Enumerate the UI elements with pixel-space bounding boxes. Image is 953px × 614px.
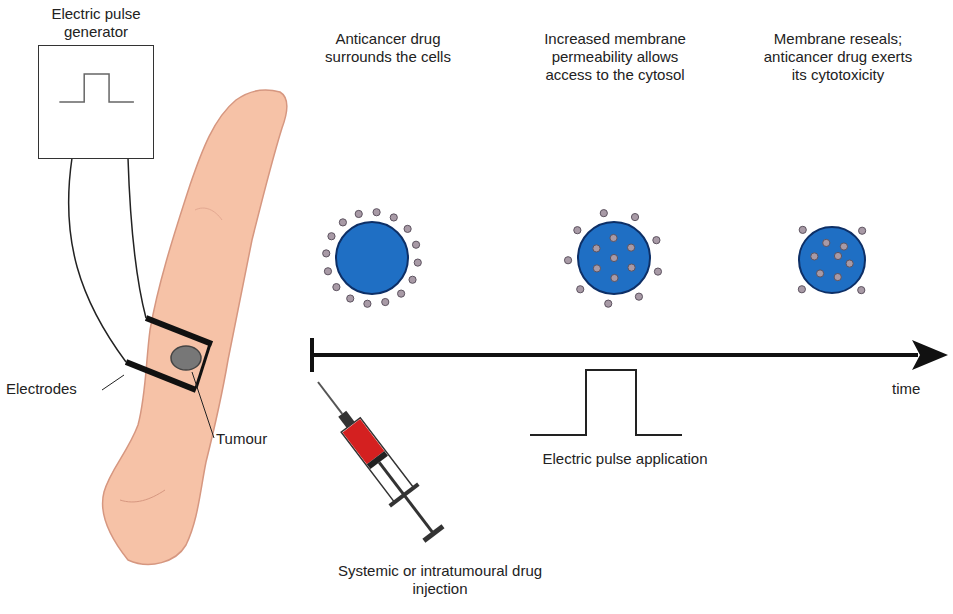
drug-molecule <box>627 244 634 251</box>
pulse-symbol <box>39 46 152 158</box>
drug-molecule <box>390 214 397 221</box>
node-heading: Electric pulse generator <box>38 5 154 41</box>
syringe-barrel <box>341 418 413 503</box>
syringe <box>304 371 450 546</box>
drug-molecule <box>858 287 865 294</box>
cell <box>578 222 650 294</box>
drug-molecule <box>328 233 335 240</box>
drug-molecule <box>834 252 841 259</box>
drug-molecule <box>355 210 362 217</box>
drug-molecule <box>859 227 866 234</box>
electrode-plate <box>146 318 212 344</box>
axis-start-tick <box>310 338 314 372</box>
cell <box>799 227 865 293</box>
drug-molecule <box>605 300 612 307</box>
drug-molecule <box>323 250 330 257</box>
syringe-plunger-seal <box>367 451 388 469</box>
drug-molecule <box>333 284 340 291</box>
drug-molecule <box>364 300 371 307</box>
drug-molecule <box>823 239 830 246</box>
part-label: Electrodes <box>6 380 102 398</box>
arm-crease <box>195 208 222 220</box>
cell <box>336 222 408 294</box>
drug-molecule <box>347 295 354 302</box>
electrode-plate <box>126 362 196 390</box>
time-axis <box>312 353 918 357</box>
drug-molecule <box>628 264 635 271</box>
leader-line <box>102 375 124 390</box>
drug-molecule <box>339 219 346 226</box>
drug-molecule <box>798 286 805 293</box>
arm <box>103 90 287 564</box>
axis-label: Electric pulse application <box>500 450 750 468</box>
syringe-thumb-rest <box>422 524 444 543</box>
pulse-waveform <box>530 370 682 435</box>
pulse-generator: Electric pulse generator <box>38 5 154 159</box>
drug-molecule <box>834 273 841 280</box>
drug-molecule <box>610 254 617 261</box>
cells <box>323 209 866 308</box>
syringe-plunger <box>379 462 433 533</box>
drug-molecule <box>574 227 581 234</box>
wire <box>69 158 126 362</box>
drug-molecule <box>577 286 584 293</box>
drug-molecule <box>631 213 638 220</box>
drug-molecule <box>610 234 617 241</box>
syringe-needle <box>318 382 342 414</box>
drug-molecule <box>600 210 607 217</box>
drug-molecule <box>611 274 618 281</box>
pulse-symbol <box>59 74 134 102</box>
drug-molecule <box>564 257 571 264</box>
drug-molecule <box>373 209 380 216</box>
drug-molecule <box>816 270 823 277</box>
leader-line <box>192 372 214 438</box>
axis-label: Systemic or intratumoural drug injection <box>310 562 570 598</box>
electrode-holder <box>196 344 210 388</box>
generator-box <box>38 45 154 159</box>
step-caption: Anticancer drug surrounds the cells <box>318 30 458 66</box>
drug-molecule <box>404 225 411 232</box>
part-label: Tumour <box>216 430 296 448</box>
drug-molecule <box>653 237 660 244</box>
drug-molecule <box>324 268 331 275</box>
axis-arrowhead <box>912 340 948 370</box>
axis-label: time <box>892 380 942 398</box>
step-caption: Increased membrane permeability allows a… <box>540 30 690 84</box>
drug-molecule <box>414 259 421 266</box>
drug-molecule <box>398 290 405 297</box>
drug-molecule <box>593 245 600 252</box>
drug-molecule <box>654 268 661 275</box>
step-caption: Membrane reseals; anticancer drug exerts… <box>758 30 918 84</box>
drug-molecule <box>412 241 419 248</box>
drug-molecule <box>409 276 416 283</box>
wire <box>128 158 146 318</box>
tumour-mass <box>171 346 201 370</box>
syringe-flange <box>389 482 420 507</box>
drug-molecule <box>635 293 642 300</box>
arm-crease <box>120 490 165 502</box>
drug-molecule <box>382 298 389 305</box>
drug-molecule <box>840 243 847 250</box>
drug-molecule <box>846 260 853 267</box>
drug-molecule <box>799 226 806 233</box>
drug-molecule <box>811 253 818 260</box>
drug-molecule <box>593 265 600 272</box>
